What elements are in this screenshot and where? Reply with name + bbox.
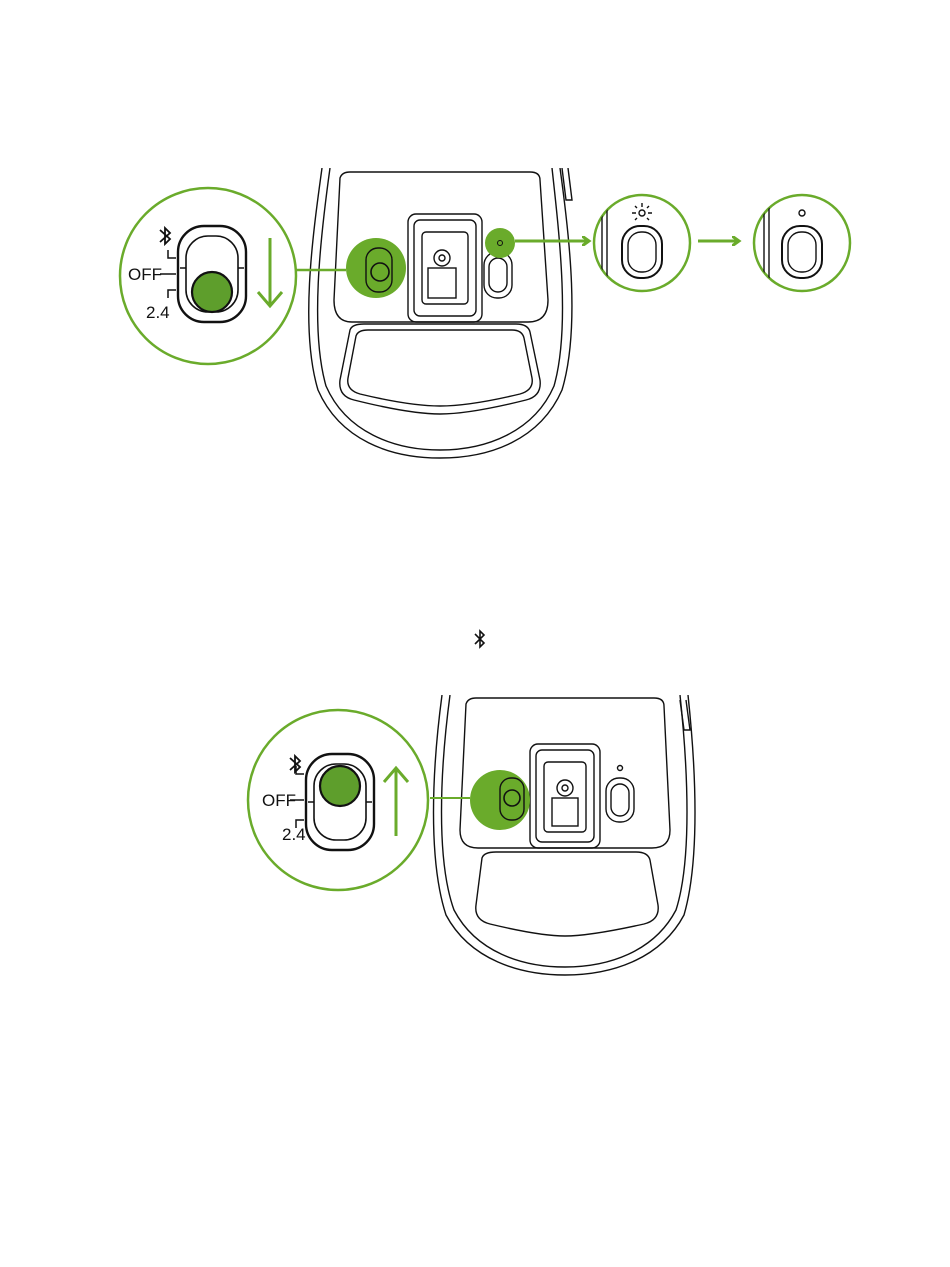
switch-label-2-4: 2.4 — [146, 303, 170, 322]
led-off-zoom — [754, 190, 850, 300]
figure-switch-to-bluetooth: OFF 2.4 — [248, 695, 695, 975]
switch-highlight — [346, 238, 406, 298]
switch-knob — [320, 766, 360, 806]
switch-label-off: OFF — [262, 791, 296, 810]
switch-zoom-2-4: OFF 2.4 — [120, 188, 296, 364]
switch-label-off: OFF — [128, 265, 162, 284]
mouse-underside-top — [309, 168, 572, 458]
bluetooth-icon — [473, 628, 487, 650]
switch-label-2-4: 2.4 — [282, 825, 306, 844]
figure-switch-to-2-4: OFF 2.4 — [120, 168, 850, 458]
switch-knob — [192, 272, 232, 312]
led-on-zoom — [594, 190, 690, 300]
mouse-underside-bottom — [434, 695, 696, 975]
led-highlight — [485, 228, 515, 258]
switch-zoom-bluetooth: OFF 2.4 — [248, 710, 428, 890]
